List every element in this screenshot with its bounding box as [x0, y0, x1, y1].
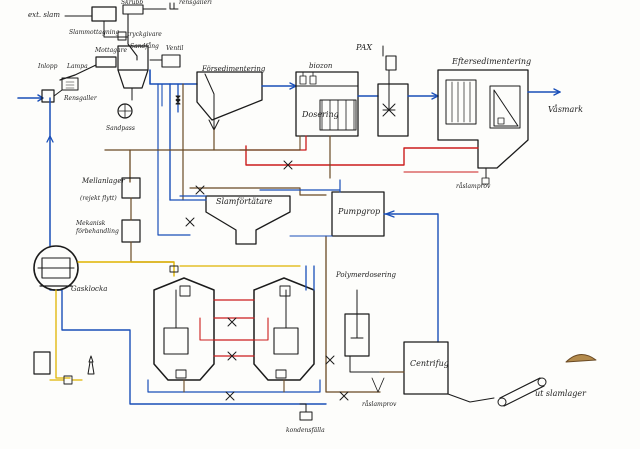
label-mek-forbehandling: Mekanisk förbehandling — [76, 220, 119, 235]
label-rensgaller: Rensgaller — [64, 95, 97, 102]
ventil-box — [161, 54, 181, 68]
label-gasklocka: Gasklocka — [71, 285, 108, 293]
mek-forbehandling-box — [121, 219, 141, 243]
label-forsedimentering: Försedimentering — [202, 65, 266, 73]
kondensfalla-box — [299, 411, 313, 421]
centrifug-box — [403, 341, 449, 395]
eftersed-tank — [437, 69, 529, 169]
inlopp-box — [41, 89, 55, 103]
label-pumpgrop: Pumpgrop — [338, 207, 381, 216]
label-tryckgivare: tryckgivare — [127, 31, 162, 38]
skrubb-box — [122, 4, 144, 15]
label-ventil: Ventil — [166, 45, 184, 52]
pax-mixer-tank — [377, 83, 409, 137]
label-biozon: biozon — [309, 62, 333, 70]
label-slamfortatare: Slamförtätare — [216, 197, 273, 206]
label-lampa: Lampa — [67, 63, 88, 70]
forsed-tank — [196, 71, 263, 121]
slamfortatare-tank — [205, 195, 291, 245]
label-eftersedimentering: Eftersedimentering — [452, 57, 532, 66]
label-pax: PAX — [356, 43, 373, 52]
fackla-icon — [87, 355, 95, 375]
label-polymer: Polymerdosering — [336, 271, 396, 279]
rotkammare-2 — [253, 277, 315, 381]
label-mellanlager: Mellanlager — [82, 177, 125, 185]
label-vasmark: Våsmark — [548, 105, 583, 114]
sandfang-top-box — [117, 45, 149, 71]
label-ext-slam: ext. slam — [28, 11, 60, 19]
label-kondensfalla: kondensfälla — [286, 427, 325, 434]
label-inlopp: Inlopp — [38, 63, 58, 70]
rotkammare-1 — [153, 277, 215, 381]
label-sandpass: Sandpass — [106, 125, 135, 132]
slam-mottagning-box — [91, 6, 117, 22]
label-rensgalleri: rensgalleri — [179, 0, 212, 6]
label-sandfang: Sandfång — [130, 43, 159, 50]
label-dosering: Dosering — [302, 110, 339, 119]
rensgaller-box — [61, 77, 79, 91]
label-rasslamprov: råslamprov — [456, 183, 491, 190]
label-slammottagning: Slammottagning — [69, 29, 120, 36]
biozon-tank — [295, 71, 359, 137]
sludge-pile — [565, 354, 597, 363]
panna-box — [33, 351, 51, 375]
label-rasslamprov-2: råslamprov — [362, 401, 397, 408]
tryckgivare-box — [117, 31, 127, 41]
label-centrifug: Centrifug — [410, 359, 449, 368]
pax-box — [385, 55, 397, 71]
silgaller-box — [95, 56, 117, 68]
label-mellanlager-sub: (rejekt flytt) — [80, 195, 117, 202]
label-ut-slamlager: ut slamlager — [535, 389, 586, 398]
label-mottagare: Mottagare — [95, 47, 127, 54]
label-skrubb: Skrubb — [121, 0, 144, 6]
